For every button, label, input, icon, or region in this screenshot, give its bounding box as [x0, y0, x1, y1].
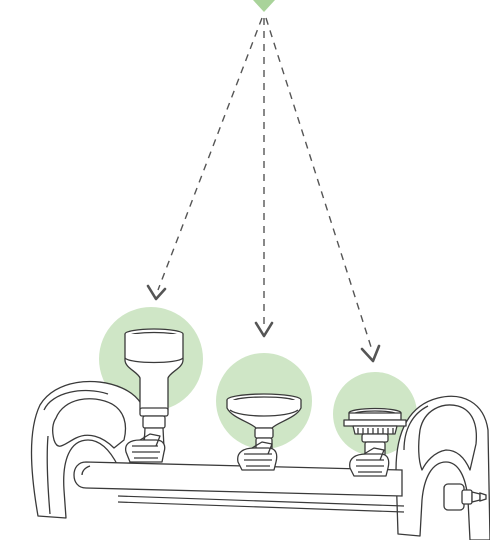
source-marker-icon	[253, 0, 275, 12]
tall-funnel-adapter	[124, 328, 184, 449]
arrow-down-icon	[360, 344, 381, 363]
pointer-line-right	[265, 17, 373, 351]
hose-barb-icon	[443, 483, 487, 511]
base-rail	[117, 495, 405, 513]
arrow-heads	[146, 284, 381, 363]
arrow-down-icon	[254, 321, 274, 338]
wide-funnel-adapter	[226, 393, 302, 451]
left-bracket	[30, 380, 147, 519]
arrow-down-icon	[146, 284, 167, 301]
manifold-tube	[73, 461, 403, 497]
stopcock-center	[237, 441, 278, 471]
stopcock-right	[349, 447, 390, 477]
stopcock-left	[124, 433, 166, 463]
right-bracket	[395, 395, 490, 540]
pointer-line-left	[157, 17, 263, 291]
threaded-ring-adapter	[343, 407, 407, 457]
pointer-lines	[157, 17, 373, 351]
